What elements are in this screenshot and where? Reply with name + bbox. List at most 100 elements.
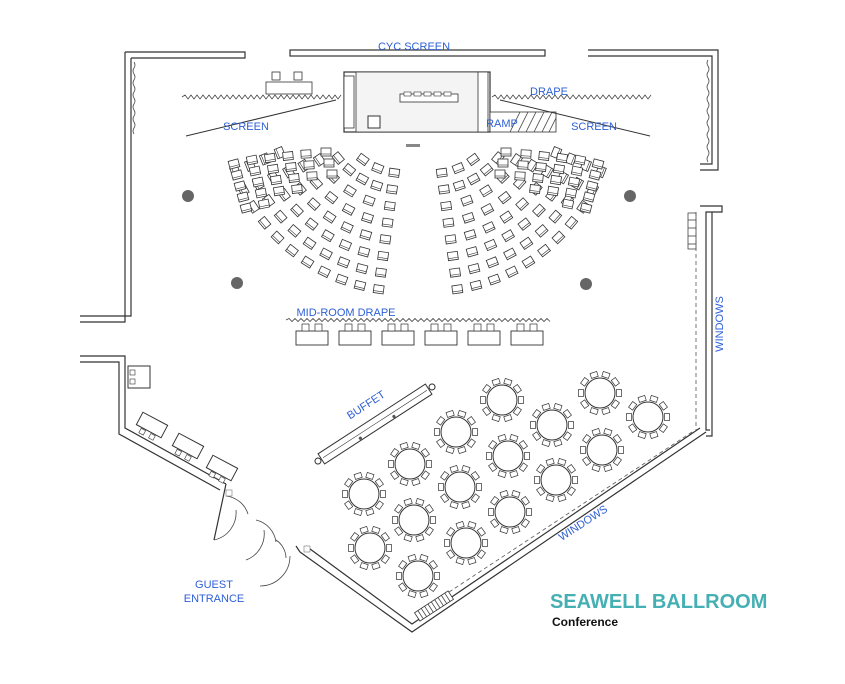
theater-seat [567, 176, 581, 188]
theater-seat [269, 174, 283, 186]
theater-seat [335, 273, 349, 286]
theater-seat [469, 279, 483, 291]
theater-seat [341, 202, 356, 216]
theater-seat [483, 238, 498, 252]
theater-seat [336, 256, 351, 269]
theater-seat [248, 165, 262, 177]
theater-seat [482, 221, 496, 234]
round-table [480, 378, 524, 422]
mid-room-table [467, 323, 501, 346]
theater-seat [362, 194, 376, 207]
screen-left-label: SCREEN [223, 121, 269, 133]
theater-seat [497, 158, 509, 168]
theater-seat [233, 180, 247, 192]
theater-seat [320, 147, 332, 157]
theater-seat [379, 234, 392, 245]
theater-seat [300, 149, 312, 159]
buffet-table [314, 383, 436, 465]
drape-label: DRAPE [530, 86, 568, 98]
theater-seat [564, 215, 579, 230]
theater-seat [449, 267, 462, 278]
theater-seat [534, 224, 549, 238]
theater-seat [570, 165, 584, 177]
windows-right-label: WINDOWS [714, 296, 726, 352]
theater-seat [564, 187, 578, 199]
theater-seat [371, 162, 385, 175]
round-table [444, 521, 488, 565]
theater-seat [532, 203, 546, 218]
theater-seat [230, 169, 244, 181]
theater-seat [466, 172, 481, 186]
theater-seat [263, 152, 277, 164]
ramp-label: RAMP [486, 118, 518, 130]
theater-seat [300, 255, 315, 269]
theater-seat [254, 187, 268, 199]
theater-seat [353, 279, 367, 291]
guest-entrance-label-line1: GUEST [195, 579, 233, 591]
theater-seat [370, 179, 384, 192]
drape-lines [181, 94, 652, 323]
theater-seat [442, 217, 455, 228]
theater-seat [579, 202, 593, 214]
theater-seat [538, 151, 550, 161]
theater-seat [461, 211, 475, 224]
theater-seat [343, 184, 357, 198]
theater-seat [285, 162, 297, 172]
screen-right-label: SCREEN [571, 121, 617, 133]
theater-seat [359, 229, 373, 241]
theater-seat [287, 224, 302, 238]
theater-seat [529, 184, 541, 194]
theater-seat [503, 247, 517, 261]
theater-seat [377, 250, 390, 262]
round-table [388, 442, 432, 486]
round-table [578, 371, 622, 415]
theater-seat [444, 234, 457, 245]
mid-room-table [381, 323, 415, 346]
theater-seat [312, 152, 327, 167]
windows-bottom-label: WINDOWS [557, 503, 610, 543]
round-table [486, 434, 530, 478]
theater-seat [532, 173, 544, 183]
theater-seat [306, 171, 318, 181]
round-table [396, 554, 440, 598]
entrance-doors[interactable] [213, 489, 311, 587]
theater-seat [331, 151, 345, 166]
theater-seat [494, 169, 506, 179]
theater-seat [282, 151, 294, 161]
theater-seat [306, 197, 321, 211]
round-table [580, 428, 624, 472]
theater-seat [386, 184, 398, 195]
theater-seat [355, 172, 370, 186]
theater-seat [326, 169, 338, 179]
theater-seat [451, 162, 465, 175]
theater-seat [520, 149, 532, 159]
theater-seat [290, 203, 304, 218]
theater-seat [440, 200, 453, 212]
theater-seat [499, 210, 514, 224]
round-table [534, 458, 578, 502]
theater-seat [266, 163, 280, 175]
theater-seat [465, 246, 479, 258]
theater-seat [288, 173, 300, 183]
theater-seat [304, 217, 319, 231]
theater-seat [549, 174, 563, 186]
theater-seat [480, 202, 495, 216]
theater-seat [537, 243, 552, 258]
room-walls [80, 49, 723, 633]
round-table [434, 410, 478, 454]
theater-seat [340, 221, 354, 234]
theater-seat [357, 246, 371, 258]
theater-seat [438, 184, 450, 195]
theater-seat [374, 267, 387, 278]
guest-entrance-label-line2: ENTRANCE [184, 593, 245, 605]
mid-room-drape-label: MID-ROOM DRAPE [297, 307, 396, 319]
theater-seat [591, 158, 605, 170]
theater-seat [251, 176, 265, 188]
theater-seat [355, 152, 370, 167]
theater-seat [517, 217, 532, 231]
theater-seat [525, 158, 539, 173]
theater-seat [466, 152, 481, 167]
theater-seat [517, 160, 529, 170]
theater-seat [342, 162, 357, 177]
theater-seat [270, 230, 285, 245]
